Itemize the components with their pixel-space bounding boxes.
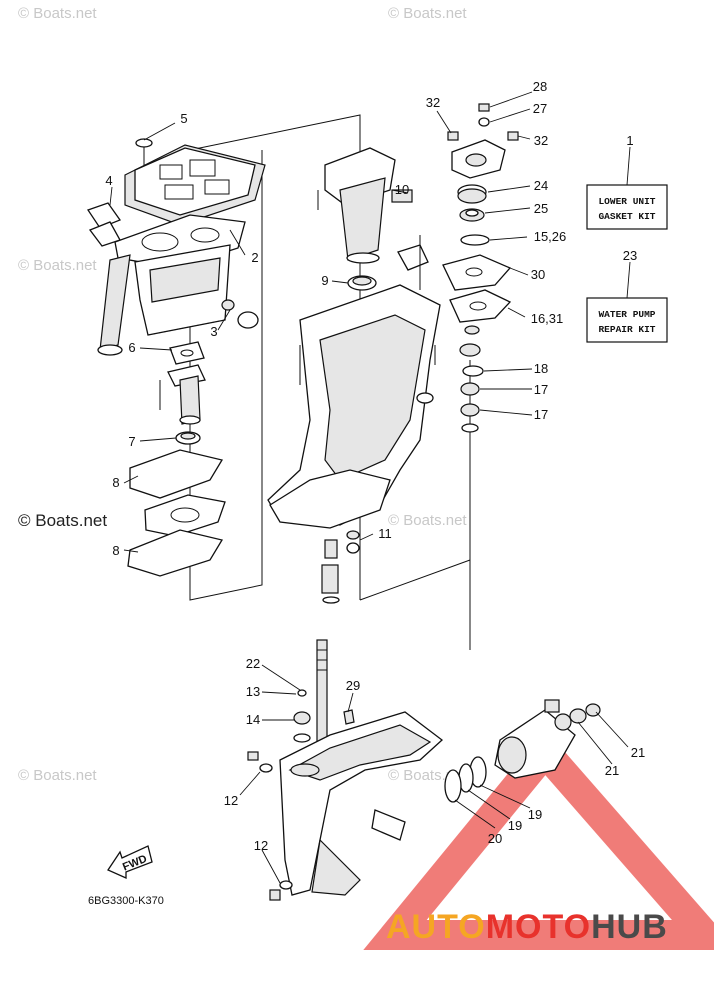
seal-stack-part	[459, 325, 484, 433]
callout-29: 29	[346, 678, 360, 693]
callout-2: 2	[251, 250, 258, 265]
watermark: © Boats.net	[388, 5, 467, 22]
fwd-arrow-icon: FWD	[107, 845, 153, 880]
impeller-part-25	[459, 208, 485, 222]
oring-part-15-26	[460, 234, 490, 246]
callout-labels: 1 2 3 4 5 6 7 8 8 9 10 11 12 12 13 14 15…	[105, 79, 645, 853]
plate-part-30	[442, 254, 512, 291]
callout-7: 7	[128, 434, 135, 449]
gasket-kit-line1: LOWER UNIT	[598, 196, 655, 207]
callout-17: 17	[534, 382, 548, 397]
seals-part-13-14-22	[293, 689, 311, 743]
gasket-kit-box: LOWER UNIT GASKET KIT	[586, 184, 668, 230]
callout-19: 19	[508, 818, 522, 833]
callout-8: 8	[112, 543, 119, 558]
callout-28: 28	[533, 79, 547, 94]
callout-30: 30	[531, 267, 545, 282]
callout-9: 9	[321, 273, 328, 288]
drive-shaft-part	[316, 639, 328, 751]
gasket-part-8	[127, 449, 226, 577]
callout-14: 14	[246, 712, 260, 727]
bolt-part-12	[247, 751, 293, 901]
exhaust-tube-part	[159, 375, 201, 425]
callout-24: 24	[534, 178, 548, 193]
bushing-part-11	[321, 530, 360, 604]
seal-part-7	[175, 431, 201, 445]
callout-10: 10	[395, 182, 409, 197]
cartridge-part-24	[457, 184, 487, 204]
callout-21: 21	[631, 745, 645, 760]
callout-21: 21	[605, 763, 619, 778]
logo-text: AUTOMOTOHUB	[386, 908, 668, 946]
logo-part-hub: HUB	[591, 908, 668, 946]
upper-bracket-part	[317, 147, 413, 264]
callout-25: 25	[534, 201, 548, 216]
callout-6: 6	[128, 340, 135, 355]
callout-4: 4	[105, 173, 112, 188]
exhaust-manifold-part	[134, 244, 231, 336]
callout-19: 19	[528, 807, 542, 822]
gasket-part-6	[167, 341, 206, 387]
callout-12: 12	[224, 793, 238, 808]
watermark: © Boats.net	[18, 257, 97, 274]
watermark: © Boats.net	[18, 5, 97, 22]
logo-part-auto: AUTO	[386, 908, 486, 946]
callout-20: 20	[488, 831, 502, 846]
callout-11: 11	[378, 526, 392, 541]
pump-kit-box: WATER PUMP REPAIR KIT	[586, 297, 668, 343]
callout-8: 8	[112, 475, 119, 490]
grommet-part-9	[347, 275, 377, 291]
callout-32: 32	[426, 95, 440, 110]
gear-case-part	[279, 711, 444, 896]
callout-32: 32	[534, 133, 548, 148]
leader-lines	[109, 91, 631, 884]
pipe-part-4	[86, 202, 131, 356]
logo-triangle	[363, 728, 714, 950]
plug-part-3	[221, 299, 259, 329]
callout-22: 22	[246, 656, 260, 671]
exhaust-plate-part	[124, 138, 266, 226]
pump-kit-line1: WATER PUMP	[598, 309, 655, 320]
callout-5: 5	[180, 111, 187, 126]
callout-1: 1	[626, 133, 633, 148]
callout-17: 17	[534, 407, 548, 422]
callout-23: 23	[623, 248, 637, 263]
callout-12: 12	[254, 838, 268, 853]
drive-shaft-housing-part	[267, 235, 441, 529]
propeller-housing-part	[494, 699, 601, 779]
callout-18: 18	[534, 361, 548, 376]
clip-part-29	[343, 709, 355, 725]
gasket-part-16-31	[449, 289, 512, 323]
callout-16-31: 16,31	[531, 311, 564, 326]
automotohub-logo: AUTOMOTOHUB	[386, 908, 668, 946]
callout-15-26: 15,26	[534, 229, 567, 244]
water-pump-housing-part	[447, 103, 519, 179]
watermark-dark: © Boats.net	[18, 511, 107, 530]
callout-3: 3	[210, 324, 217, 339]
watermark: © Boats.net	[388, 512, 467, 529]
callout-13: 13	[246, 684, 260, 699]
pump-kit-line2: REPAIR KIT	[598, 324, 655, 335]
callout-27: 27	[533, 101, 547, 116]
watermark: © Boats.net	[18, 767, 97, 784]
gasket-kit-line2: GASKET KIT	[598, 211, 655, 222]
logo-part-moto: MOTO	[486, 908, 591, 946]
oring-part-19-20	[444, 756, 487, 803]
diagram-code: 6BG3300-K370	[88, 895, 164, 907]
